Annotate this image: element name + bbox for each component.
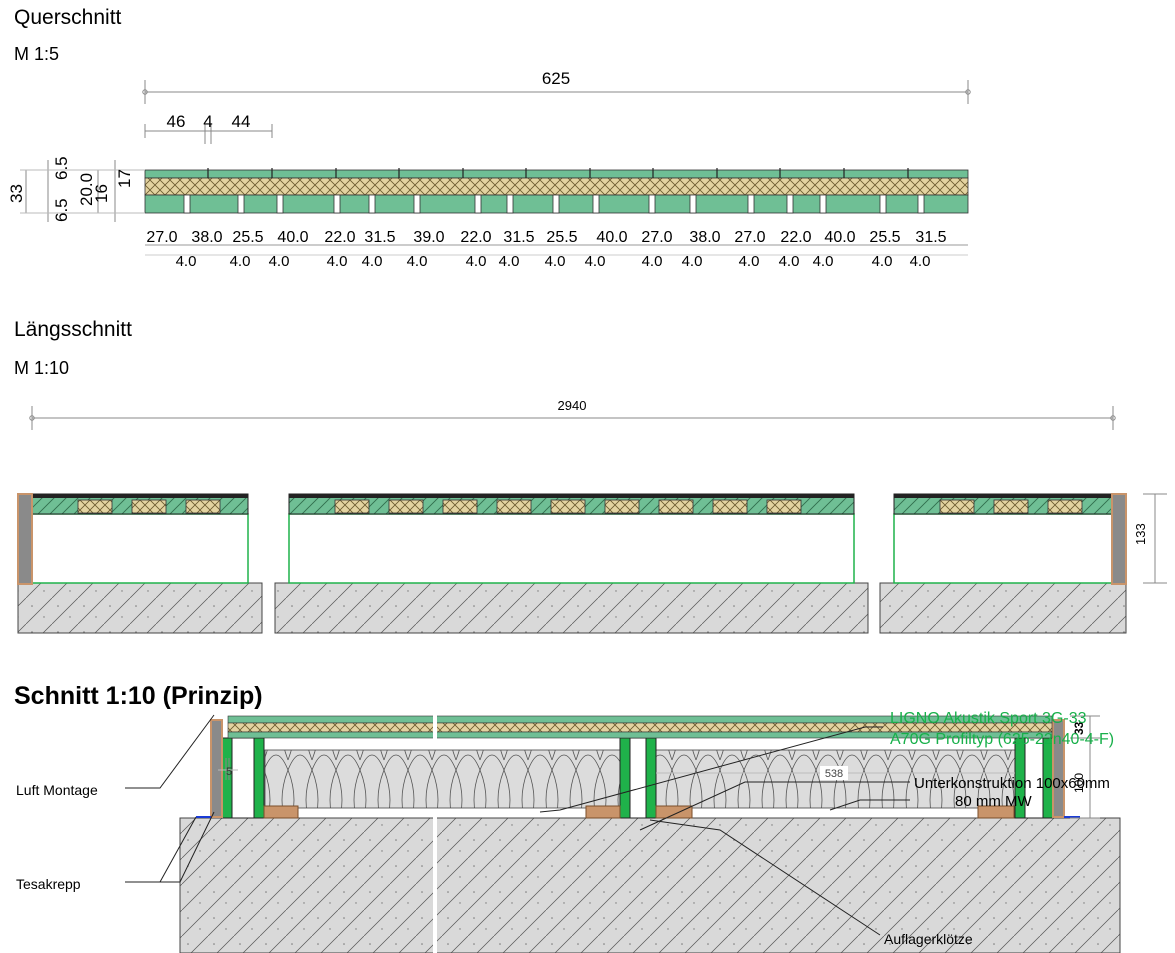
gap-dim: 4.0 bbox=[642, 253, 663, 270]
wood-insert bbox=[334, 499, 370, 514]
lamella-dim: 31.5 bbox=[503, 229, 534, 246]
wood-insert bbox=[766, 499, 802, 514]
wood-insert bbox=[496, 499, 532, 514]
air-cavity bbox=[893, 513, 1113, 584]
gap-dim: 4.0 bbox=[362, 253, 383, 270]
concrete-slab bbox=[17, 582, 263, 634]
lamella-dim: 40.0 bbox=[277, 229, 308, 246]
top-edge bbox=[289, 494, 854, 498]
label-product-line1: LIGNO Akustik Sport 3G-33 bbox=[890, 710, 1087, 727]
gap-dim: 4.0 bbox=[682, 253, 703, 270]
wood-insert bbox=[442, 499, 478, 514]
dim-625: 625 bbox=[542, 69, 570, 88]
dim-33-schnitt: 33 bbox=[1072, 721, 1086, 735]
lamella-dim: 38.0 bbox=[191, 229, 222, 246]
dim-44: 44 bbox=[232, 112, 251, 131]
gap-dim: 4.0 bbox=[499, 253, 520, 270]
dim-100: 100 bbox=[1072, 773, 1086, 793]
gap-dim: 4.0 bbox=[813, 253, 834, 270]
gap-dim: 4.0 bbox=[910, 253, 931, 270]
air-cavity bbox=[31, 513, 249, 584]
laengsschnitt-scale: M 1:10 bbox=[14, 358, 70, 378]
dim-2940: 2940 bbox=[558, 398, 587, 413]
dim-6-5-top: 6.5 bbox=[52, 156, 71, 180]
edge-profile-right bbox=[1111, 493, 1127, 585]
lamella-dim: 25.5 bbox=[869, 229, 900, 246]
label-product-line2: A70G Profiltyp (625-22n40-4-F) bbox=[890, 731, 1114, 748]
gap-dim: 4.0 bbox=[176, 253, 197, 270]
querschnitt-scale: M 1:5 bbox=[14, 44, 60, 64]
querschnitt-title: Querschnitt bbox=[14, 6, 122, 29]
dim-6-5-bottom: 6.5 bbox=[52, 198, 71, 222]
lamella-dim: 27.0 bbox=[146, 229, 177, 246]
wood-insert bbox=[77, 499, 113, 514]
lamella-dim: 22.0 bbox=[460, 229, 491, 246]
label-auflagerkloetze: Auflagerklötze bbox=[884, 931, 973, 947]
lamella-dim: 25.5 bbox=[232, 229, 263, 246]
wood-insert bbox=[185, 499, 221, 514]
lamella-dim: 27.0 bbox=[734, 229, 765, 246]
gap-dim: 4.0 bbox=[585, 253, 606, 270]
lamella-dim: 31.5 bbox=[915, 229, 946, 246]
top-edge bbox=[32, 494, 248, 498]
dim-5: 5 bbox=[226, 766, 232, 778]
concrete-slab bbox=[274, 582, 869, 634]
lamella-dim: 38.0 bbox=[689, 229, 720, 246]
gap-dim: 4.0 bbox=[739, 253, 760, 270]
label-tesakrepp: Tesakrepp bbox=[16, 876, 81, 892]
lamella-dim: 22.0 bbox=[780, 229, 811, 246]
lamella-dim: 40.0 bbox=[824, 229, 855, 246]
wood-insert bbox=[658, 499, 694, 514]
dim-16: 16 bbox=[92, 184, 111, 203]
lamella-dim: 25.5 bbox=[546, 229, 577, 246]
wood-insert bbox=[1047, 499, 1083, 514]
dim-17: 17 bbox=[115, 169, 134, 188]
gap-dim: 4.0 bbox=[230, 253, 251, 270]
lamella-dim: 22.0 bbox=[324, 229, 355, 246]
label-unterkonstruktion: Unterkonstruktion 100x60mm bbox=[914, 775, 1110, 792]
label-luft-montage: Luft Montage bbox=[16, 782, 98, 798]
schnitt-drawing: 538 5 33 100 Luft Montage Tesakrepp LIGN… bbox=[16, 710, 1121, 953]
laengsschnitt-title: Längsschnitt bbox=[14, 318, 132, 341]
air-cavity bbox=[288, 513, 855, 584]
dim-4: 4 bbox=[203, 112, 212, 131]
gap-dim: 4.0 bbox=[872, 253, 893, 270]
lamella-dim: 27.0 bbox=[641, 229, 672, 246]
edge-profile-left bbox=[17, 493, 33, 585]
dim-20-0: 20.0 bbox=[77, 173, 96, 206]
schnitt-title: Schnitt 1:10 (Prinzip) bbox=[14, 682, 263, 710]
gap-dim: 4.0 bbox=[545, 253, 566, 270]
lamella-dim: 31.5 bbox=[364, 229, 395, 246]
querschnitt-drawing: 625 46 4 44 bbox=[7, 69, 971, 270]
gap-dim: 4.0 bbox=[466, 253, 487, 270]
wood-insert bbox=[388, 499, 424, 514]
label-mw: 80 mm MW bbox=[955, 793, 1033, 810]
gap-dim: 4.0 bbox=[269, 253, 290, 270]
lamella-dim: 39.0 bbox=[413, 229, 444, 246]
lamella-dim: 40.0 bbox=[596, 229, 627, 246]
gap-dim: 4.0 bbox=[327, 253, 348, 270]
dim-46: 46 bbox=[167, 112, 186, 131]
top-edge bbox=[894, 494, 1112, 498]
dim-33: 33 bbox=[7, 184, 26, 203]
gap-dim: 4.0 bbox=[407, 253, 428, 270]
wood-insert bbox=[604, 499, 640, 514]
wood-insert bbox=[993, 499, 1029, 514]
concrete-slab bbox=[879, 582, 1127, 634]
wood-insert bbox=[550, 499, 586, 514]
gap-dim: 4.0 bbox=[779, 253, 800, 270]
dim-133: 133 bbox=[1133, 523, 1148, 545]
wood-insert bbox=[939, 499, 975, 514]
wood-insert bbox=[131, 499, 167, 514]
wood-insert bbox=[712, 499, 748, 514]
dim-538: 538 bbox=[825, 768, 843, 780]
laengsschnitt-drawing: 2940 133 bbox=[17, 398, 1167, 634]
